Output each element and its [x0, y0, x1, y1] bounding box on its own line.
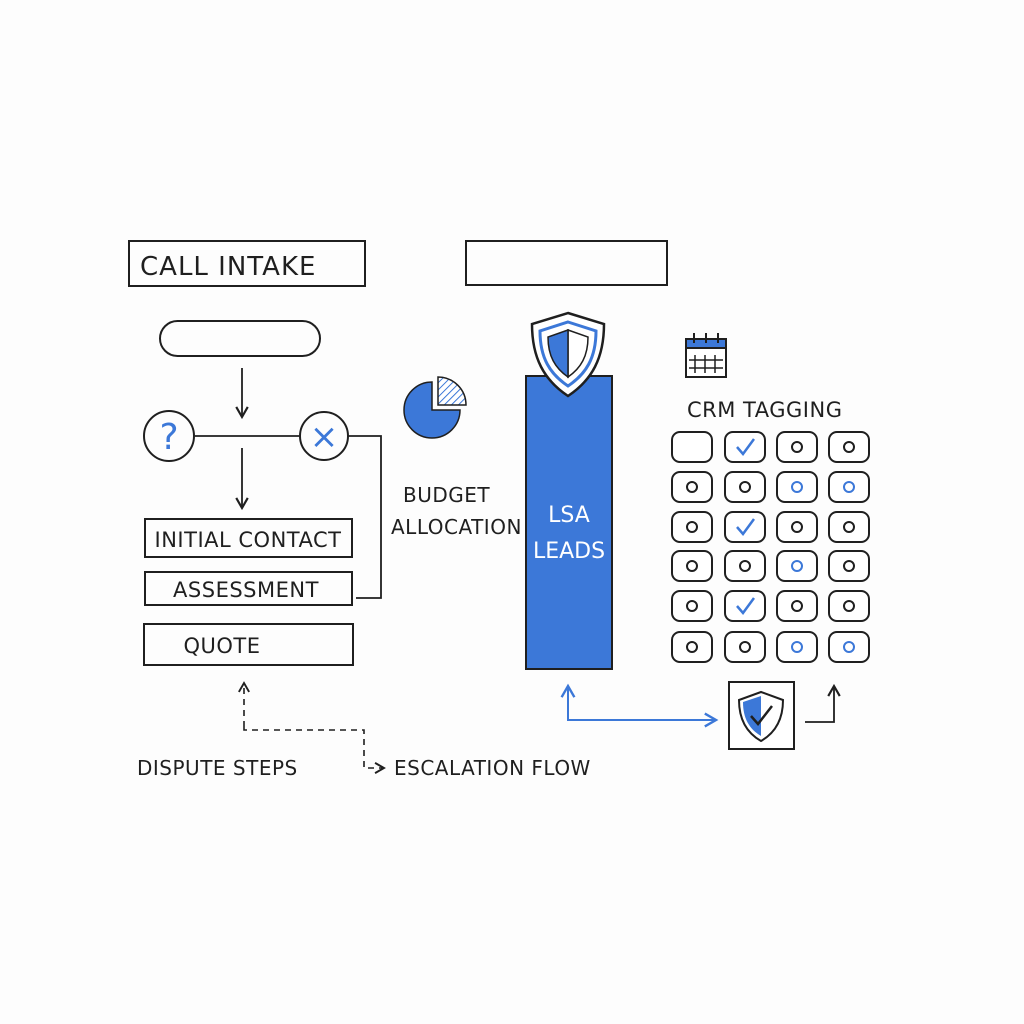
- tag-dot-icon: [686, 521, 698, 533]
- crm-tag-cell[interactable]: [671, 590, 713, 622]
- check-icon: [736, 597, 756, 616]
- crm-tag-cell[interactable]: [776, 431, 818, 463]
- close-icon: ×: [310, 417, 339, 457]
- lsa-label-line2: LEADS: [533, 539, 605, 564]
- tag-dot-icon: [686, 560, 698, 572]
- verified-shield-icon: [737, 690, 785, 743]
- tag-dot-icon: [739, 481, 751, 493]
- crm-tag-cell[interactable]: [828, 631, 870, 663]
- lsa-leads-column: LSA LEADS: [525, 311, 613, 670]
- question-icon: ?: [159, 417, 178, 458]
- tag-dot-icon: [739, 560, 751, 572]
- tag-dot-icon: [791, 521, 803, 533]
- check-icon: [736, 438, 756, 457]
- step-assessment: ASSESSMENT: [144, 571, 353, 606]
- lsa-label-line1: LSA: [548, 503, 590, 528]
- crm-tag-cell[interactable]: [776, 631, 818, 663]
- tag-dot-blue-icon: [843, 481, 855, 493]
- step-quote: QUOTE: [143, 623, 354, 666]
- crm-tag-cell[interactable]: [671, 631, 713, 663]
- crm-tagging: CRM TAGGING: [671, 333, 870, 663]
- step-initial-contact: INITIAL CONTACT: [144, 518, 353, 558]
- start-node: [159, 320, 321, 357]
- crm-tag-cell[interactable]: [828, 590, 870, 622]
- budget-label-line1: BUDGET: [403, 483, 490, 507]
- budget-label-line2: ALLOCATION: [391, 515, 522, 539]
- tag-dot-blue-icon: [791, 560, 803, 572]
- empty-header-box: [465, 240, 668, 286]
- escalation-flow-label: ESCALATION FLOW: [394, 756, 591, 780]
- crm-tag-cell[interactable]: [828, 550, 870, 582]
- calendar-icon: [685, 333, 727, 378]
- tag-dot-icon: [843, 560, 855, 572]
- crm-tag-cell[interactable]: [776, 590, 818, 622]
- tag-dot-blue-icon: [791, 481, 803, 493]
- crm-tag-cell[interactable]: [671, 471, 713, 503]
- verification-box: [728, 681, 795, 750]
- crm-tag-cell[interactable]: [776, 550, 818, 582]
- tag-dot-icon: [791, 600, 803, 612]
- tag-dot-icon: [686, 600, 698, 612]
- verification-exit-arrow: [805, 683, 841, 723]
- crm-tag-cell[interactable]: [724, 511, 766, 543]
- crm-tag-cell[interactable]: [724, 431, 766, 463]
- crm-tagging-label: CRM TAGGING: [687, 398, 842, 422]
- tag-dot-icon: [843, 521, 855, 533]
- tag-dot-icon: [739, 641, 751, 653]
- crm-tag-cell[interactable]: [776, 471, 818, 503]
- dispute-dashed-path: [243, 727, 386, 774]
- check-icon: [736, 518, 756, 537]
- crm-tag-cell[interactable]: [776, 511, 818, 543]
- crm-tag-cell[interactable]: [724, 471, 766, 503]
- dispute-steps-label: DISPUTE STEPS: [137, 756, 298, 780]
- tag-dot-icon: [686, 481, 698, 493]
- lsa-to-verification-connector: [560, 683, 719, 728]
- reject-node: ×: [299, 411, 349, 461]
- tag-dot-icon: [843, 600, 855, 612]
- call-intake-header: CALL INTAKE: [128, 240, 366, 287]
- crm-tag-cell[interactable]: [724, 550, 766, 582]
- tag-dot-blue-icon: [791, 641, 803, 653]
- crm-tag-cell[interactable]: [671, 550, 713, 582]
- tag-dot-icon: [791, 441, 803, 453]
- tag-dot-icon: [843, 441, 855, 453]
- crm-tag-cell[interactable]: [724, 590, 766, 622]
- crm-tag-cell[interactable]: [671, 511, 713, 543]
- tag-dot-icon: [686, 641, 698, 653]
- intake-flowchart: ? × INITIAL CONTACT ASSESSMENT QUOTE DIS…: [137, 320, 591, 780]
- crm-tag-cell[interactable]: [828, 431, 870, 463]
- tag-dot-blue-icon: [843, 641, 855, 653]
- pie-chart-icon: [403, 376, 467, 439]
- shield-icon: [530, 311, 606, 398]
- crm-tag-cell[interactable]: [671, 431, 713, 463]
- reject-loop-line: [348, 435, 382, 599]
- step-assessment-label: ASSESSMENT: [173, 578, 319, 602]
- crm-tag-cell[interactable]: [828, 511, 870, 543]
- crm-tag-cell[interactable]: [828, 471, 870, 503]
- step-quote-label: QUOTE: [183, 634, 260, 658]
- question-node: ?: [143, 410, 195, 462]
- crm-tag-grid: [671, 431, 870, 663]
- step-initial-contact-label: INITIAL CONTACT: [155, 528, 342, 552]
- call-intake-title: CALL INTAKE: [140, 252, 316, 282]
- budget-allocation: BUDGET ALLOCATION: [391, 376, 522, 539]
- crm-tag-cell[interactable]: [724, 631, 766, 663]
